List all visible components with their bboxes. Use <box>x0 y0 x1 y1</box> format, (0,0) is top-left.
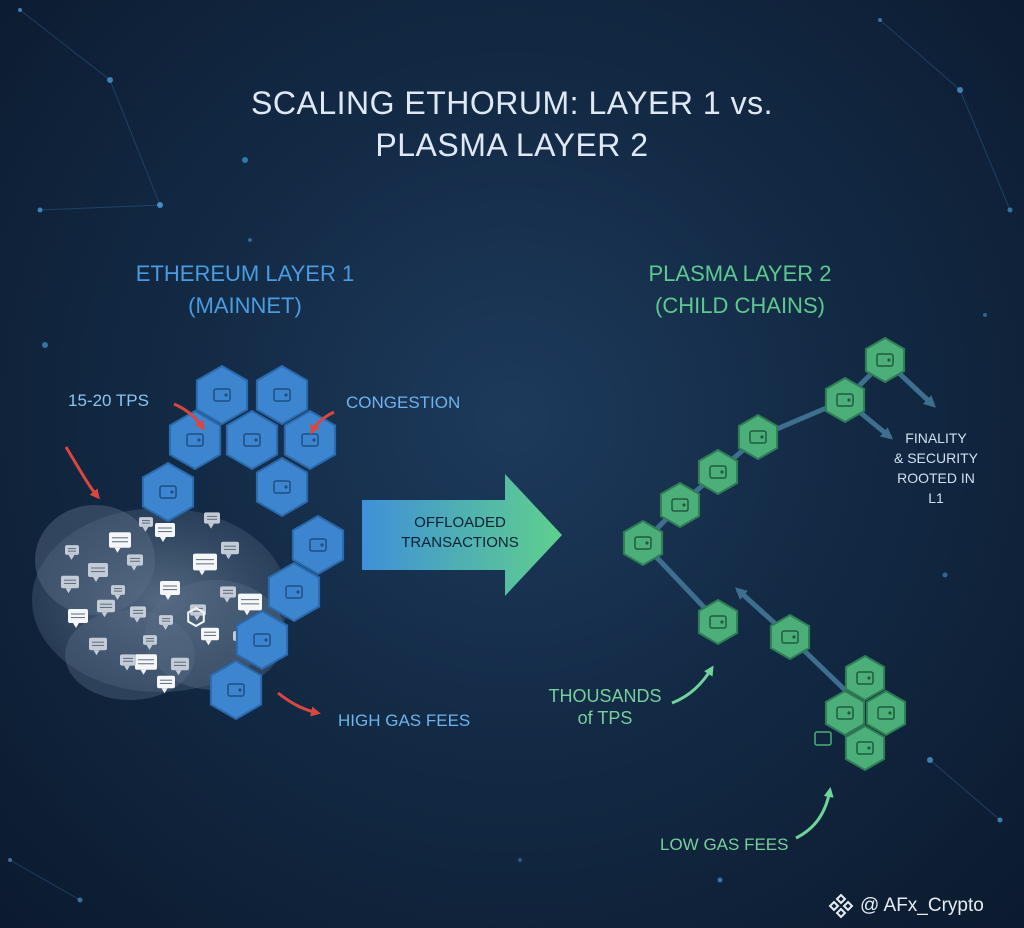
message-bubble-icon <box>120 654 136 671</box>
message-bubble-icon <box>88 563 108 582</box>
thousands-tps-arrow <box>671 665 714 705</box>
message-bubble-icon <box>89 637 107 656</box>
message-bubble-icon <box>61 575 79 594</box>
layer1-block-hex <box>225 409 279 471</box>
message-bubble-icon <box>127 554 143 571</box>
low-gas-arrow <box>795 787 834 840</box>
layer2-block-chain <box>622 336 907 772</box>
wallet-icon <box>877 706 895 720</box>
wallet-icon <box>213 388 231 402</box>
wallet-icon <box>749 430 767 444</box>
high-gas-arrow <box>277 691 321 717</box>
wallet-icon <box>856 671 874 685</box>
wallet-icon <box>709 615 727 629</box>
message-bubble-icon <box>157 675 175 694</box>
wallet-icon <box>876 353 894 367</box>
wallet-icon <box>159 485 177 499</box>
wallet-icon <box>836 393 854 407</box>
message-bubble-icon <box>201 627 219 646</box>
wallet-icon <box>273 480 291 494</box>
layer1-block-hex <box>283 409 337 471</box>
finality-security-label: FINALITY & SECURITY ROOTED IN L1 <box>893 430 978 506</box>
layer2-block-hex <box>864 336 906 384</box>
watermark-text: @ AFx_Crypto <box>860 895 984 916</box>
layer1-block-hex <box>168 409 222 471</box>
tps-pointer-arrow <box>173 402 205 431</box>
layer2-block-hex <box>697 448 739 496</box>
layer1-block-hex <box>195 364 249 426</box>
layer1-block-hex <box>235 609 289 671</box>
layer2-block-hex <box>844 654 886 702</box>
layer2-block-hex <box>844 724 886 772</box>
wallet-icon <box>814 731 832 746</box>
message-bubble-icon <box>221 541 239 560</box>
congestion-pointer-arrow <box>310 410 335 435</box>
layer2-block-hex <box>622 519 664 567</box>
message-bubble-icon <box>193 553 217 576</box>
binance-logo-icon <box>828 893 854 919</box>
wallet-icon <box>186 433 204 447</box>
wallet-icon <box>253 633 271 647</box>
message-bubble-icon <box>68 609 88 628</box>
wallet-icon <box>781 630 799 644</box>
low-gas-fees-label: LOW GAS FEES <box>660 835 789 854</box>
background-network <box>9 9 1011 901</box>
background-dots <box>8 8 1013 903</box>
message-bubble-icon <box>143 635 157 650</box>
wallet-icon <box>273 388 291 402</box>
message-bubble-icon <box>160 581 180 600</box>
offloaded-transactions-label: OFFLOADED TRANSACTIONS <box>401 514 519 551</box>
message-bubble-icon <box>220 586 236 603</box>
wallet-icon <box>634 536 652 550</box>
message-bubble-icon <box>130 606 146 623</box>
wallet-icon <box>227 683 245 697</box>
message-bubble-icon <box>204 512 220 529</box>
wallet-icon <box>301 433 319 447</box>
offloaded-transactions-arrow <box>362 474 562 596</box>
wallet-icon <box>856 741 874 755</box>
layer1-block-cluster <box>141 364 345 721</box>
network-hex-icon <box>187 606 205 628</box>
message-bubble-icon <box>139 517 153 532</box>
layer1-block-hex <box>291 514 345 576</box>
high-gas-fees-label: HIGH GAS FEES <box>338 711 471 730</box>
message-bubble-icon <box>238 593 262 616</box>
message-bubble-icon <box>97 599 115 618</box>
wallet-icon <box>285 585 303 599</box>
message-bubble-icon <box>155 523 175 542</box>
transaction-message-icons <box>61 512 262 694</box>
wallet-icon <box>709 465 727 479</box>
layer2-block-hex <box>697 598 739 646</box>
message-bubble-icon <box>171 657 189 676</box>
message-bubble-icon <box>135 654 157 675</box>
layer2-block-hex <box>659 481 701 529</box>
layer2-block-hex <box>769 613 811 661</box>
congestion-label: CONGESTION <box>346 393 461 412</box>
page-title: SCALING ETHORUM: LAYER 1 vs. PLASMA LAYE… <box>251 85 773 163</box>
layer2-block-hex <box>824 376 866 424</box>
layer2-block-hex <box>865 689 907 737</box>
wallet-icon <box>309 538 327 552</box>
message-bubble-icon <box>111 585 125 600</box>
layer2-block-hex <box>824 689 866 737</box>
wallet-icon <box>243 433 261 447</box>
layer1-heading: ETHEREUM LAYER 1 (MAINNET) <box>135 261 355 318</box>
watermark: @ AFx_Crypto <box>828 893 984 919</box>
layer1-tps-label: 15-20 TPS <box>68 391 149 410</box>
layer1-block-hex <box>267 561 321 623</box>
message-bubble-icon <box>109 532 131 553</box>
wallet-icon <box>836 706 854 720</box>
layer1-block-hex <box>255 456 309 518</box>
layer2-block-hex <box>737 413 779 461</box>
layer1-block-hex <box>209 659 263 721</box>
layer2-heading: PLASMA LAYER 2 (CHILD CHAINS) <box>648 261 832 318</box>
layer1-block-hex <box>141 461 195 523</box>
layer1-block-hex <box>255 364 309 426</box>
tps-arrow <box>64 446 100 500</box>
thousands-tps-label: THOUSANDS of TPS <box>548 686 662 728</box>
wallet-icon <box>671 498 689 512</box>
message-bubble-icon <box>159 615 173 630</box>
message-bubble-icon <box>65 545 79 560</box>
